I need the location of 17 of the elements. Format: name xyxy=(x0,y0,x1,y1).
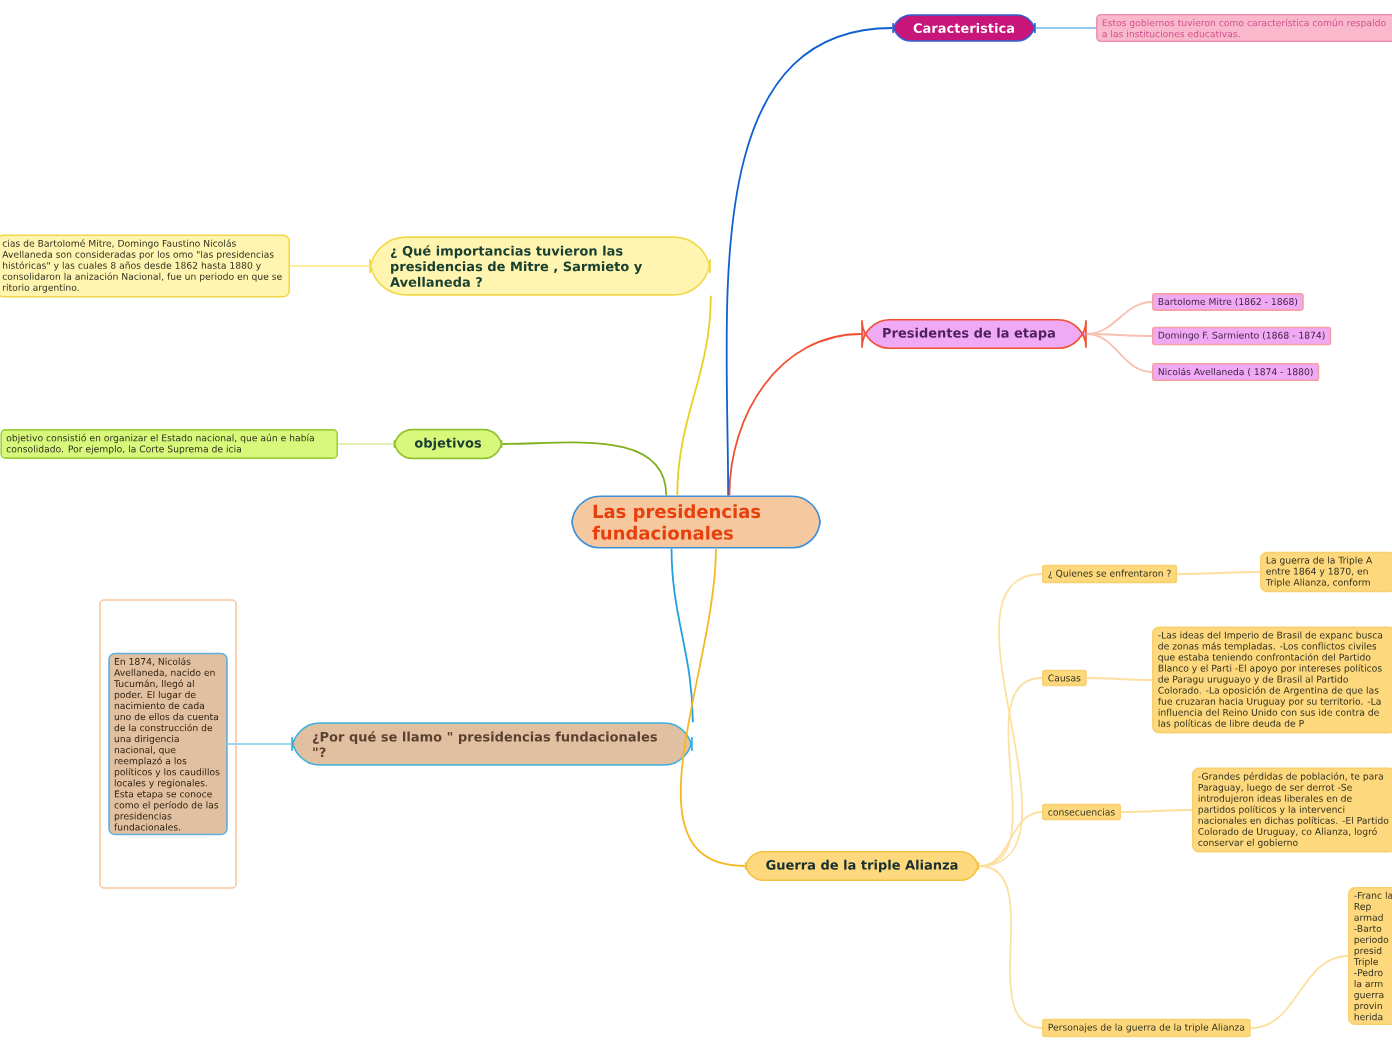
connector xyxy=(1249,955,1349,1029)
topic-bubble: Las presidencias fundacionales xyxy=(571,495,821,549)
connector xyxy=(670,547,694,724)
connector xyxy=(289,265,371,267)
connector xyxy=(1120,809,1193,813)
connector xyxy=(337,443,395,445)
connector xyxy=(680,547,746,867)
connector xyxy=(728,333,863,497)
connector xyxy=(501,441,668,497)
connector xyxy=(1176,571,1261,575)
connector xyxy=(1034,27,1097,29)
connector xyxy=(1085,333,1153,373)
connector xyxy=(676,294,712,497)
connector xyxy=(725,27,894,497)
connector xyxy=(226,743,293,745)
connector xyxy=(1085,677,1153,681)
connector xyxy=(978,865,1043,1029)
